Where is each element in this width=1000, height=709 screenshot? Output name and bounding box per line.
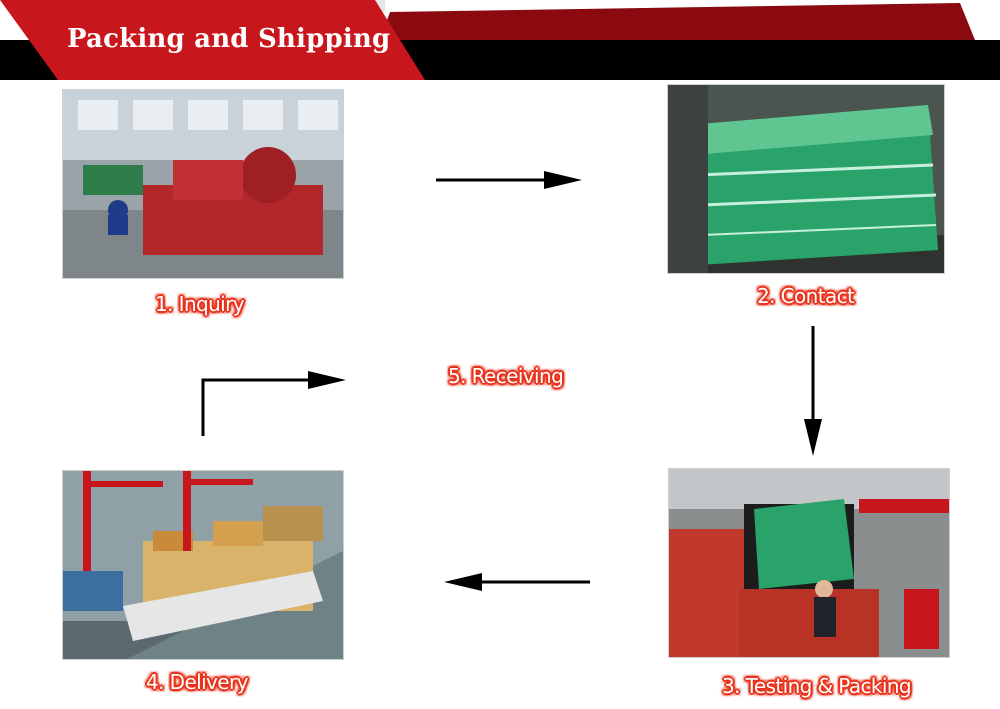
page-title: Packing and Shipping [67,24,391,54]
photo-factory [62,89,344,279]
step-label-receiving: 5. Receiving [448,364,564,388]
step-label-testing-packing: 3. Testing & Packing [722,674,912,698]
step-label-contact: 2. Contact [757,284,855,308]
arrow-up-right-icon [200,368,346,438]
photo-container-port [62,470,344,660]
photo-truck-loading [668,468,950,658]
arrow-left-icon [444,570,590,594]
photo-wrapped-equipment [667,84,945,274]
step-label-inquiry: 1. Inquiry [155,292,245,316]
step-label-delivery: 4. Delivery [146,670,248,694]
arrow-right-icon [436,168,582,192]
arrow-down-icon [801,326,825,456]
header-banner: Packing and Shipping [0,0,1000,80]
banner-shape [0,0,1000,80]
